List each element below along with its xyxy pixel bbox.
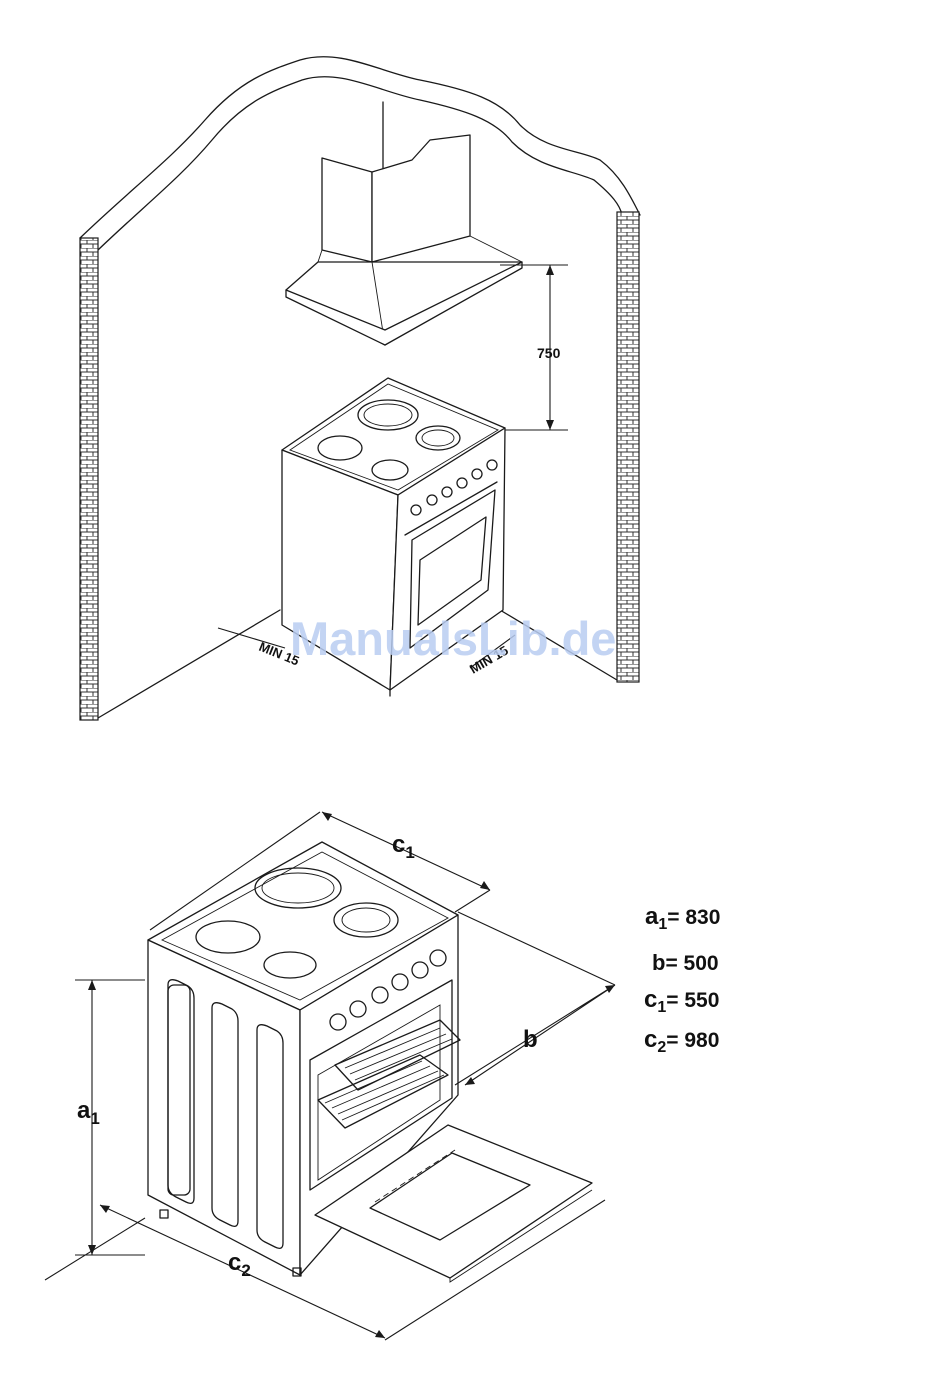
spec-c1: c1= 550 [644,986,719,1017]
floor-line-left [98,610,280,718]
left-brick-wall [80,238,98,720]
dimension-750: 750 [500,265,568,430]
dimension-b: b [455,912,615,1085]
installation-figure: 750 MIN 15 MIN 15 ManualsL [80,57,640,720]
dimension-c1-label: c1 [392,831,415,862]
right-brick-wall [617,212,639,682]
dimension-a1-label: a1 [77,1097,100,1128]
spec-b: b= 500 [652,950,719,976]
dimensions-figure: a1 c2 c1 b [45,812,615,1340]
dimension-b-label: b [523,1026,538,1053]
dimension-750-label: 750 [537,345,561,361]
spec-c2: c2= 980 [644,1026,719,1057]
hood-chimney [322,158,372,262]
spec-a1: a1= 830 [645,903,720,934]
dimension-c2-label: c2 [228,1249,251,1280]
dimension-a1: a1 [75,980,145,1255]
watermark: ManualsLib.de [290,612,616,665]
